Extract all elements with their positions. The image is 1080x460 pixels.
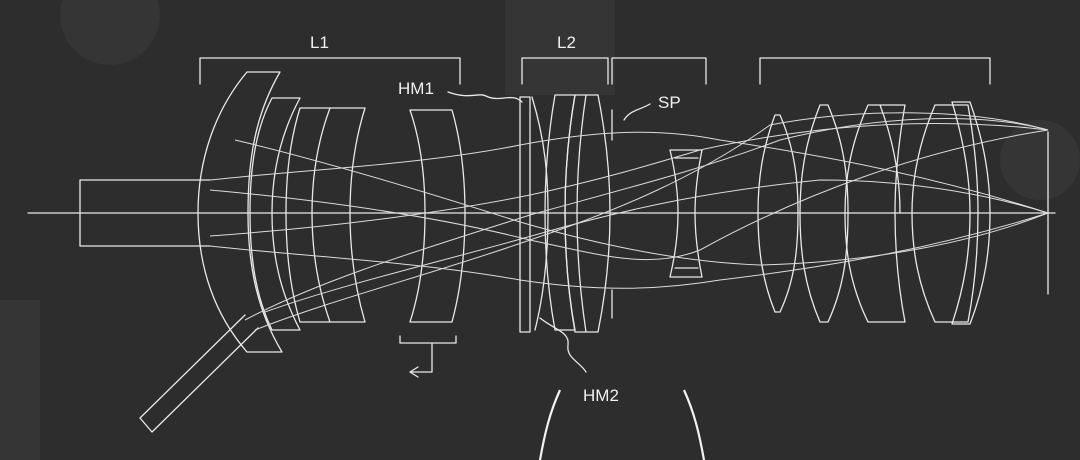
leader-sp: [623, 103, 651, 121]
bracket-l2: [521, 57, 609, 85]
label-hm2: HM2: [583, 386, 619, 405]
bracket-l3: [611, 57, 707, 85]
half-mirror-hm2: [531, 96, 549, 331]
lens-l3-doublet: [669, 149, 703, 278]
input-tube: [79, 179, 211, 247]
lens-l1-meniscus: [197, 71, 283, 353]
label-group-l2: L2: [557, 33, 576, 52]
lens-l4-element1: [757, 114, 799, 313]
frame-arc-left: [538, 389, 562, 460]
ray-traces: [209, 112, 1049, 331]
lens-l2-doublet: [564, 94, 611, 333]
focus-arrow-icon: [399, 335, 457, 378]
lens-l1-element2: [249, 97, 301, 331]
lens-l1-doublet: [285, 107, 366, 323]
leader-hm1: [447, 91, 523, 103]
half-mirror-hm1: [519, 96, 531, 333]
lens-l4-element5: [951, 101, 991, 325]
lens-l1-focus-element: [409, 109, 466, 323]
leader-hm2: [539, 317, 587, 373]
frame-arc-right: [682, 389, 706, 460]
bracket-l1: [199, 57, 461, 85]
group-brackets: [199, 57, 991, 85]
lens-l4-element3: [844, 104, 906, 323]
bracket-l4: [759, 57, 991, 85]
oblique-tube: [139, 314, 259, 433]
label-hm1: HM1: [398, 79, 434, 98]
label-sp: SP: [658, 93, 681, 112]
label-group-l1: L1: [310, 33, 329, 52]
lens-l4-element2: [799, 104, 849, 323]
